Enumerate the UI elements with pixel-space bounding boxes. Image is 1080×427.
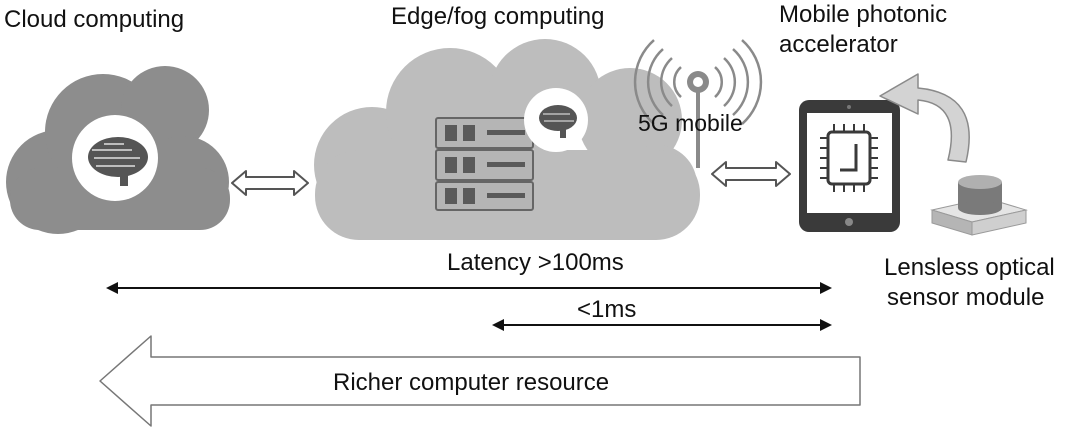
mobile-photonic-title-line1: Mobile photonic <box>779 1 947 28</box>
double-arrow-icon <box>711 161 791 187</box>
server-rack-icon <box>435 117 534 211</box>
cloud-computing-title: Cloud computing <box>4 6 184 33</box>
5g-mobile-label: 5G mobile <box>638 110 743 136</box>
latency-edge-label: <1ms <box>577 296 636 323</box>
latency-edge-arrow <box>492 319 832 331</box>
lensless-sensor-label-line1: Lensless optical <box>884 254 1055 281</box>
edge-fog-computing-title: Edge/fog computing <box>391 3 604 30</box>
brain-icon <box>72 115 158 201</box>
brain-icon <box>524 88 588 152</box>
resource-arrow-label: Richer computer resource <box>333 369 609 396</box>
mobile-photonic-title-line2: accelerator <box>779 31 898 58</box>
processor-chip-icon <box>820 124 878 192</box>
curved-arrow-icon <box>879 73 970 163</box>
resource-arrow <box>99 335 861 427</box>
lensless-sensor-label-line2: sensor module <box>887 284 1044 311</box>
antenna-icon <box>633 39 763 168</box>
sensor-module-icon <box>930 175 1028 236</box>
latency-cloud-label: Latency >100ms <box>447 249 624 276</box>
latency-cloud-arrow <box>106 282 832 294</box>
double-arrow-icon <box>231 170 309 196</box>
